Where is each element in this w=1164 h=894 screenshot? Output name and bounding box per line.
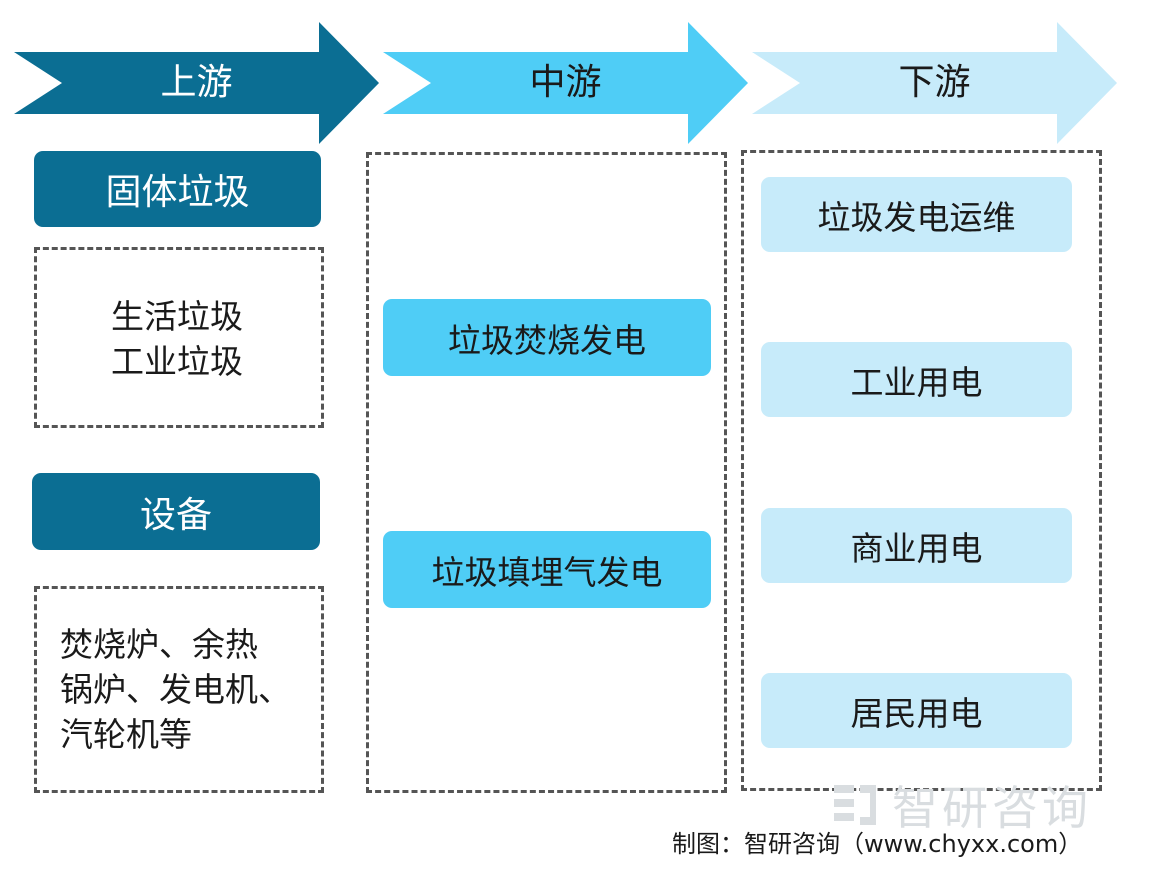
watermark: 智研咨询	[830, 772, 1092, 838]
upstream-stage-arrow: 上游	[14, 22, 379, 144]
downstream-stage-arrow: 下游	[752, 22, 1117, 144]
equipment-line: 汽轮机等	[60, 715, 192, 754]
solid-waste-list: 生活垃圾 工业垃圾	[0, 294, 354, 384]
equipment-line: 焚烧炉、余热	[60, 625, 258, 664]
source-caption: 制图：智研咨询（www.chyxx.com）	[672, 830, 1083, 858]
equipment-line: 锅炉、发电机、	[60, 670, 291, 709]
solid-waste-item: 生活垃圾	[111, 297, 243, 336]
upstream-label: 上游	[160, 62, 233, 103]
midstream-stage-arrow: 中游	[383, 22, 748, 144]
equipment-list: 焚烧炉、余热 锅炉、发电机、 汽轮机等	[60, 622, 322, 757]
solid-waste-header: 固体垃圾	[34, 151, 321, 227]
waste-power-om-box: 垃圾发电运维	[761, 177, 1072, 252]
midstream-label: 中游	[529, 62, 602, 103]
residential-power-box: 居民用电	[761, 673, 1072, 748]
watermark-text: 智研咨询	[892, 781, 1092, 835]
downstream-box	[741, 150, 1102, 791]
landfill-gas-power-box: 垃圾填埋气发电	[383, 531, 711, 608]
equipment-box	[34, 586, 324, 793]
incineration-power-box: 垃圾焚烧发电	[383, 299, 711, 376]
midstream-box	[366, 152, 727, 793]
equipment-header: 设备	[32, 473, 320, 550]
downstream-label: 下游	[898, 62, 971, 103]
commercial-power-box: 商业用电	[761, 508, 1072, 583]
solid-waste-box	[34, 247, 324, 428]
watermark-logo-icon	[834, 785, 876, 825]
industrial-power-box: 工业用电	[761, 342, 1072, 417]
solid-waste-item: 工业垃圾	[111, 342, 243, 381]
